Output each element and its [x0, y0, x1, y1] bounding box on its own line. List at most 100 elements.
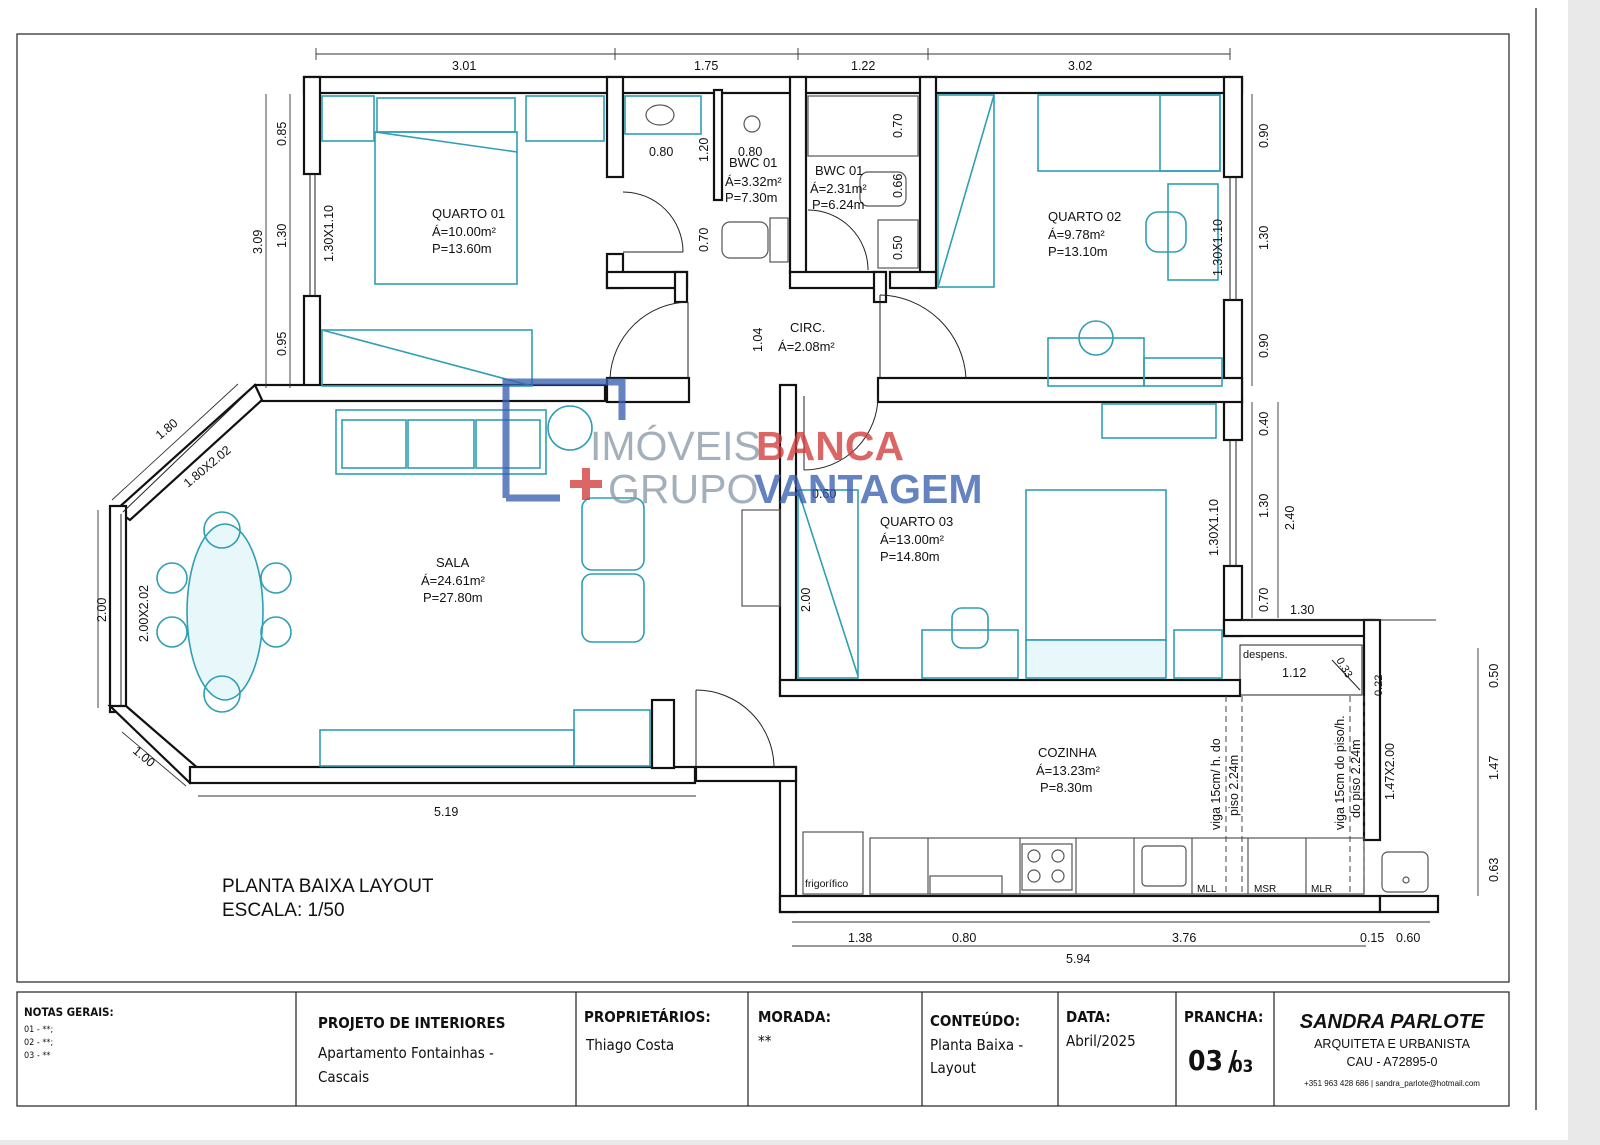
sala-perim: P=27.80m — [423, 590, 483, 605]
dim-l2: 1.30 — [275, 224, 289, 248]
note-2: 02 - **; — [24, 1038, 53, 1048]
dimension-lines — [97, 48, 1479, 947]
cozinha-area: Á=13.23m² — [1036, 763, 1101, 778]
note-1: 01 - **; — [24, 1025, 53, 1035]
dim-s6: 5.19 — [434, 805, 458, 819]
dim-k5: 1.47X2.00 — [1383, 743, 1397, 800]
title-block: NOTAS GERAIS: 01 - **; 02 - **; 03 - ** … — [24, 992, 1485, 1106]
quarto01-name: QUARTO 01 — [432, 206, 505, 221]
architect-contact: +351 963 428 686 | sandra_parlote@hotmai… — [1304, 1079, 1480, 1088]
dim-t1: 3.01 — [452, 59, 476, 73]
project-heading: PROJETO DE INTERIORES — [318, 1014, 505, 1032]
project-line-1: Apartamento Fontainhas - — [318, 1044, 494, 1062]
architect-name: SANDRA PARLOTE — [1300, 1011, 1485, 1033]
despensa-label: despens. — [1243, 649, 1288, 661]
dim-r5: 1.30 — [1257, 494, 1271, 518]
sala-name: SALA — [436, 555, 470, 570]
windows — [309, 174, 1237, 566]
dimension-text: 3.01 1.75 1.22 3.02 0.85 1.30 0.95 3.09 … — [95, 59, 1501, 966]
sheet-total: 03 — [1232, 1057, 1253, 1077]
dim-r3: 0.90 — [1257, 334, 1271, 358]
project-line-2: Cascais — [318, 1068, 369, 1086]
dim-d1: 1.12 — [1282, 666, 1306, 680]
dim-b6: 0.66 — [891, 174, 905, 198]
dim-kb2: 0.80 — [952, 931, 976, 945]
viga1-label: viga 15cm/ h. do — [1209, 738, 1223, 830]
dim-t3: 1.22 — [851, 59, 875, 73]
mll-label: MLL — [1197, 884, 1217, 895]
sala-area: Á=24.61m² — [421, 573, 486, 588]
drawing-sheet: QUARTO 01 Á=10.00m² P=13.60m QUARTO 02 Á… — [0, 0, 1568, 1140]
quarto02-name: QUARTO 02 — [1048, 209, 1121, 224]
quarto02-perim: P=13.10m — [1048, 244, 1108, 259]
date-heading: DATA: — [1066, 1008, 1111, 1026]
dim-r2: 1.30 — [1257, 226, 1271, 250]
floor-plan: QUARTO 01 Á=10.00m² P=13.60m QUARTO 02 Á… — [16, 8, 1537, 1110]
dim-s3: 2.00 — [95, 598, 109, 622]
watermark-vantagem: VANTAGEM — [754, 466, 983, 512]
dim-kb6: 5.94 — [1066, 952, 1090, 966]
sheet-number: 03 — [1188, 1044, 1223, 1077]
address-heading: MORADA: — [758, 1008, 831, 1026]
dim-l3: 0.95 — [275, 332, 289, 356]
dim-kb5: 0.60 — [1396, 931, 1420, 945]
bwc-a-area: Á=3.32m² — [725, 174, 782, 189]
plan-scale: ESCALA: 1/50 — [222, 900, 345, 921]
circ-name: CIRC. — [790, 320, 825, 335]
dim-kb1: 1.38 — [848, 931, 872, 945]
dim-k1: 1.30 — [1290, 603, 1314, 617]
dim-c2: 0.60 — [812, 487, 836, 501]
dim-k4: 0.63 — [1487, 858, 1501, 882]
viga1b-label: piso 2.24m — [1227, 755, 1241, 816]
dim-b5: 0.70 — [891, 114, 905, 138]
dim-r4: 0.40 — [1257, 412, 1271, 436]
dim-w2: 1.30X1.10 — [1211, 219, 1225, 276]
watermark-imoveis: IMÓVEIS — [590, 423, 761, 469]
watermark-logo: IMÓVEIS BANCA GRUPO VANTAGEM — [502, 378, 983, 512]
quarto01-perim: P=13.60m — [432, 241, 492, 256]
doors — [609, 191, 967, 769]
content-line-1: Planta Baixa - — [930, 1036, 1023, 1054]
dim-s4: 2.00X2.02 — [137, 585, 151, 642]
dim-d2: 0.33 — [1333, 656, 1354, 681]
quarto01-area: Á=10.00m² — [432, 224, 497, 239]
dim-l4: 3.09 — [251, 230, 265, 254]
bwc-b-area: Á=2.31m² — [810, 181, 867, 196]
dim-b2: 0.80 — [738, 145, 762, 159]
dim-k3: 1.47 — [1487, 756, 1501, 780]
dim-w3: 1.30X1.10 — [1207, 499, 1221, 556]
dim-b1: 0.80 — [649, 145, 673, 159]
architect-role: ARQUITETA E URBANISTA — [1314, 1037, 1470, 1051]
quarto03-perim: P=14.80m — [880, 549, 940, 564]
furniture — [156, 94, 1429, 895]
content-heading: CONTEÚDO: — [930, 1011, 1020, 1030]
architect-cau: CAU - A72895-0 — [1346, 1055, 1437, 1069]
dim-c1: 1.04 — [751, 328, 765, 352]
dim-c3: 2.00 — [799, 588, 813, 612]
plan-title: PLANTA BAIXA LAYOUT — [222, 876, 434, 897]
dim-b3: 1.20 — [697, 138, 711, 162]
dim-w1: 1.30X1.10 — [322, 205, 336, 262]
bwc-a-perim: P=7.30m — [725, 190, 777, 205]
content-line-2: Layout — [930, 1059, 976, 1077]
cozinha-name: COZINHA — [1038, 745, 1097, 760]
dim-d3: 0.22 — [1373, 675, 1385, 696]
dim-b4: 0.70 — [697, 228, 711, 252]
owner-heading: PROPRIETÁRIOS: — [584, 1007, 711, 1026]
viga2-label: viga 15cm do piso/h. — [1333, 715, 1347, 830]
bwc-b-name: BWC 01 — [815, 163, 863, 178]
sheet-heading: PRANCHA: — [1184, 1008, 1263, 1026]
walls — [107, 75, 1440, 914]
address-value: ** — [758, 1032, 772, 1050]
dim-r1: 0.90 — [1257, 124, 1271, 148]
fridge-label: frigorífico — [805, 878, 848, 890]
dim-r7: 2.40 — [1283, 506, 1297, 530]
dim-s1: 1.80 — [153, 416, 181, 442]
quarto03-name: QUARTO 03 — [880, 514, 953, 529]
note-3: 03 - ** — [24, 1051, 50, 1061]
date-value: Abril/2025 — [1066, 1032, 1136, 1050]
watermark-banca: BANCA — [756, 423, 904, 469]
bwc-a-name: BWC 01 — [729, 155, 777, 170]
dim-r6: 0.70 — [1257, 588, 1271, 612]
dim-kb4: 0.15 — [1360, 931, 1384, 945]
